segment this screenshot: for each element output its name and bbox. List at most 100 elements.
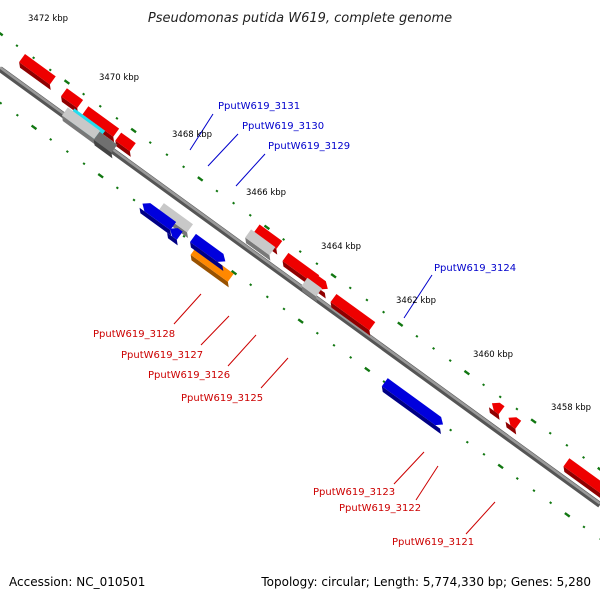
- scale-tick-major: [397, 321, 404, 327]
- genome-summary-text: Topology: circular; Length: 5,774,330 bp…: [260, 575, 591, 589]
- leader-3121: [465, 501, 496, 535]
- scale-tick-minor: [465, 440, 469, 444]
- gene-label-3126: PputW619_3126: [148, 370, 230, 381]
- scale-label-3458: 3458 kbp: [551, 403, 591, 413]
- leader-3127: [200, 315, 230, 346]
- gene-label-3131: PputW619_3131: [218, 101, 300, 112]
- gene-label-3128: PputW619_3128: [93, 329, 175, 340]
- gene-label-3121: PputW619_3121: [392, 537, 474, 548]
- label-leader-lines: [173, 113, 496, 535]
- scale-tick-minor: [348, 286, 352, 290]
- scale-tick-major: [330, 273, 337, 279]
- scale-tick-minor: [248, 213, 252, 217]
- scale-tick-major: [263, 224, 271, 231]
- scale-tick-minor: [265, 295, 269, 299]
- gene-block-h: [330, 293, 376, 336]
- gene-block-a: [19, 54, 56, 91]
- scale-tick-minor: [498, 395, 502, 399]
- scale-label-3468: 3468 kbp: [172, 130, 212, 140]
- scale-tick-minor: [98, 104, 102, 108]
- scale-tick-minor: [565, 443, 569, 447]
- scale-tick-major: [130, 127, 137, 134]
- gene-label-3127: PputW619_3127: [121, 350, 203, 361]
- leader-3131: [189, 113, 214, 151]
- scale-tick-minor: [65, 150, 69, 154]
- scale-tick-minor: [82, 162, 86, 166]
- gene-block-k: [563, 458, 600, 514]
- scale-tick-minor: [382, 310, 386, 314]
- gene-label-3122: PputW619_3122: [339, 503, 421, 514]
- gene-block-blue-d: [381, 378, 444, 435]
- gene-block-blue-c: [190, 233, 226, 272]
- scale-tick-minor: [449, 428, 453, 432]
- gene-block-blue-b: [167, 228, 183, 246]
- scale-tick-minor: [48, 68, 52, 72]
- gene-label-3123: PputW619_3123: [313, 487, 395, 498]
- scale-tick-minor: [148, 141, 152, 145]
- leader-3128: [173, 293, 202, 325]
- scale-label-3470: 3470 kbp: [99, 73, 139, 83]
- scale-tick-minor: [549, 501, 553, 505]
- scale-tick-minor: [15, 44, 19, 48]
- accession-text: Accession: NC_010501: [9, 575, 145, 589]
- leader-3125: [260, 357, 289, 389]
- scale-label-3464: 3464 kbp: [321, 242, 361, 252]
- leader-3129: [235, 153, 266, 187]
- scale-tick-minor: [132, 198, 136, 202]
- scale-tick-minor: [232, 201, 236, 205]
- scale-tick-minor: [115, 186, 119, 190]
- scale-tick-minor: [315, 262, 319, 266]
- scale-tick-minor: [582, 525, 586, 529]
- scale-tick-minor: [249, 283, 253, 287]
- scale-tick-minor: [165, 153, 169, 157]
- gene-block-blue-a: [139, 203, 177, 236]
- scale-tick-major: [597, 466, 600, 471]
- gene-block-orange: [190, 246, 234, 288]
- gene-block-grey-d: [301, 277, 322, 303]
- scale-tick-major: [97, 173, 104, 179]
- scale-tick-major: [197, 176, 204, 182]
- scale-tick-major: [297, 318, 304, 324]
- scale-ticks: [0, 31, 600, 540]
- gene-label-3125: PputW619_3125: [181, 393, 263, 404]
- scale-tick-minor: [365, 298, 369, 302]
- scale-tick-major: [30, 124, 38, 131]
- leader-3123: [393, 451, 425, 485]
- gene-block-b: [61, 88, 84, 114]
- scale-tick-major: [0, 31, 4, 37]
- scale-tick-minor: [32, 56, 36, 60]
- scale-tick-minor: [432, 346, 436, 350]
- gene-block-grey-c: [245, 229, 276, 261]
- scale-tick-major: [530, 418, 537, 424]
- scale-tick-minor: [415, 334, 419, 338]
- gene-block-dark: [93, 131, 118, 159]
- leader-3130: [207, 133, 239, 167]
- scale-tick-minor: [548, 431, 552, 435]
- gene-block-j: [505, 417, 522, 435]
- scale-tick-minor: [382, 380, 386, 384]
- scale-tick-minor: [182, 165, 186, 169]
- scale-tick-minor: [448, 359, 452, 363]
- scale-tick-minor: [515, 407, 519, 411]
- gene-label-3129: PputW619_3129: [268, 141, 350, 152]
- scale-label-3472: 3472 kbp: [28, 14, 68, 24]
- scale-tick-minor: [282, 238, 286, 241]
- leader-3126: [227, 334, 257, 367]
- leader-3124: [403, 274, 433, 319]
- scale-tick-minor: [532, 489, 536, 493]
- scale-tick-minor: [182, 234, 186, 238]
- scale-tick-minor: [298, 250, 302, 254]
- scale-tick-minor: [115, 116, 119, 120]
- scale-tick-minor: [15, 113, 19, 117]
- gene-features: [19, 54, 600, 514]
- scale-tick-minor: [82, 92, 86, 96]
- scale-tick-minor: [0, 101, 3, 105]
- scale-tick-minor: [49, 137, 53, 141]
- scale-tick-minor: [515, 477, 519, 480]
- gene-block-grey-a: [61, 107, 101, 145]
- scale-tick-minor: [332, 343, 336, 347]
- scale-tick-minor: [315, 331, 319, 335]
- gene-label-3130: PputW619_3130: [242, 121, 324, 132]
- gene-label-3124: PputW619_3124: [434, 263, 516, 274]
- scale-label-3462: 3462 kbp: [396, 296, 436, 306]
